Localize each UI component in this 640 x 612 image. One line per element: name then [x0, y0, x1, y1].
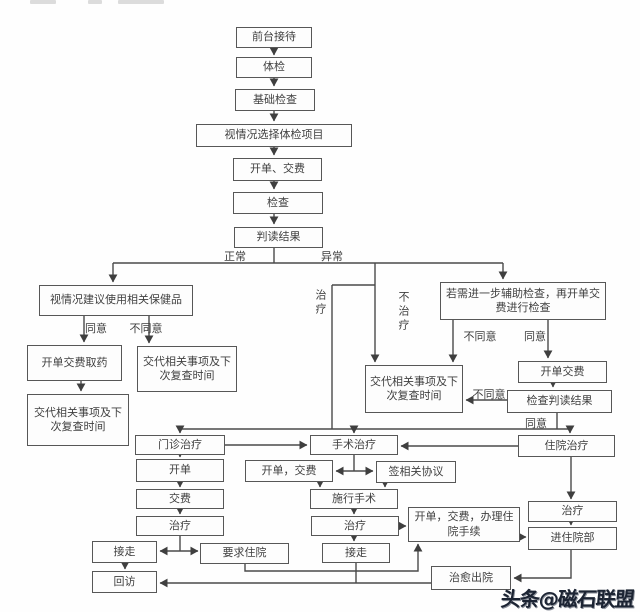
cropped-title-fragment — [30, 0, 56, 4]
node-interpret-result: 判读结果 — [234, 227, 323, 248]
node-sign-agreement: 签相关协议 — [376, 461, 456, 483]
node-treatment-mid: 治疗 — [311, 516, 399, 536]
label-disagree: 不同意 — [129, 321, 163, 335]
node-request-hospitalization: 要求住院 — [200, 543, 289, 564]
node-explain-next-visit: 交代相关事项及下次复查时间 — [365, 365, 463, 413]
node-explain-next-visit: 交代相关事项及下次复查时间 — [137, 346, 237, 392]
edge-dept-discharge — [513, 550, 572, 583]
node-treatment-right: 治疗 — [528, 501, 617, 522]
node-treatment-left: 治疗 — [136, 516, 224, 536]
node-order-pay-2: 开单交费 — [518, 361, 607, 383]
label-disagree-further: 不同意 — [463, 329, 497, 343]
node-explain-next-visit: 交代相关事项及下次复查时间 — [27, 394, 129, 446]
label-agree: 同意 — [85, 321, 107, 335]
cropped-title-fragment — [118, 0, 164, 4]
node-order-pay-surgery: 开单，交费 — [245, 460, 333, 482]
node-check: 检查 — [233, 192, 323, 214]
node-basic-checks: 基础检查 — [235, 89, 315, 111]
label-treat: 治疗 — [314, 289, 327, 317]
node-outpatient-treatment: 门诊治疗 — [135, 435, 225, 455]
node-surgery-treatment: 手术治疗 — [310, 435, 398, 455]
node-order-pay-medicine: 开单交费取药 — [27, 345, 122, 381]
label-disagree-result: 不同意 — [472, 388, 506, 401]
cropped-title-fragment — [88, 0, 102, 4]
node-cured-discharge: 治愈出院 — [431, 566, 511, 590]
node-inpatient-department: 进住院部 — [528, 527, 617, 550]
label-agree-further: 同意 — [524, 329, 546, 343]
node-pickup-left: 接走 — [92, 541, 157, 563]
node-perform-surgery: 施行手术 — [310, 489, 398, 509]
label-normal: 正常 — [224, 249, 246, 263]
node-inpatient-treatment: 住院治疗 — [518, 435, 615, 457]
edge-request-procedure — [244, 543, 423, 572]
node-order-slip: 开单 — [136, 459, 224, 482]
node-order-pay: 开单、交费 — [233, 158, 322, 181]
toutiao-watermark: 头条@磁石联盟 — [499, 587, 636, 611]
node-pay-fee: 交费 — [136, 489, 224, 509]
node-further-auxiliary-check: 若需进一步辅助检查，再开单交费进行检查 — [440, 282, 606, 320]
node-follow-up-visit: 回访 — [92, 571, 157, 593]
label-agree-result: 同意 — [525, 417, 547, 430]
node-check-interpret-result: 检查判读结果 — [507, 390, 612, 413]
label-no-treat: 不治疗 — [397, 291, 410, 333]
node-recommend-products: 视情况建议使用相关保健品 — [39, 285, 193, 316]
node-hospitalization-procedure: 开单，交费，办理住院手续 — [408, 507, 520, 542]
node-front-desk: 前台接待 — [236, 27, 312, 48]
node-physical-exam: 体检 — [236, 57, 312, 78]
node-choose-items: 视情况选择体检项目 — [196, 124, 352, 147]
node-pickup-mid: 接走 — [322, 543, 390, 563]
label-abnormal: 异常 — [321, 249, 343, 263]
